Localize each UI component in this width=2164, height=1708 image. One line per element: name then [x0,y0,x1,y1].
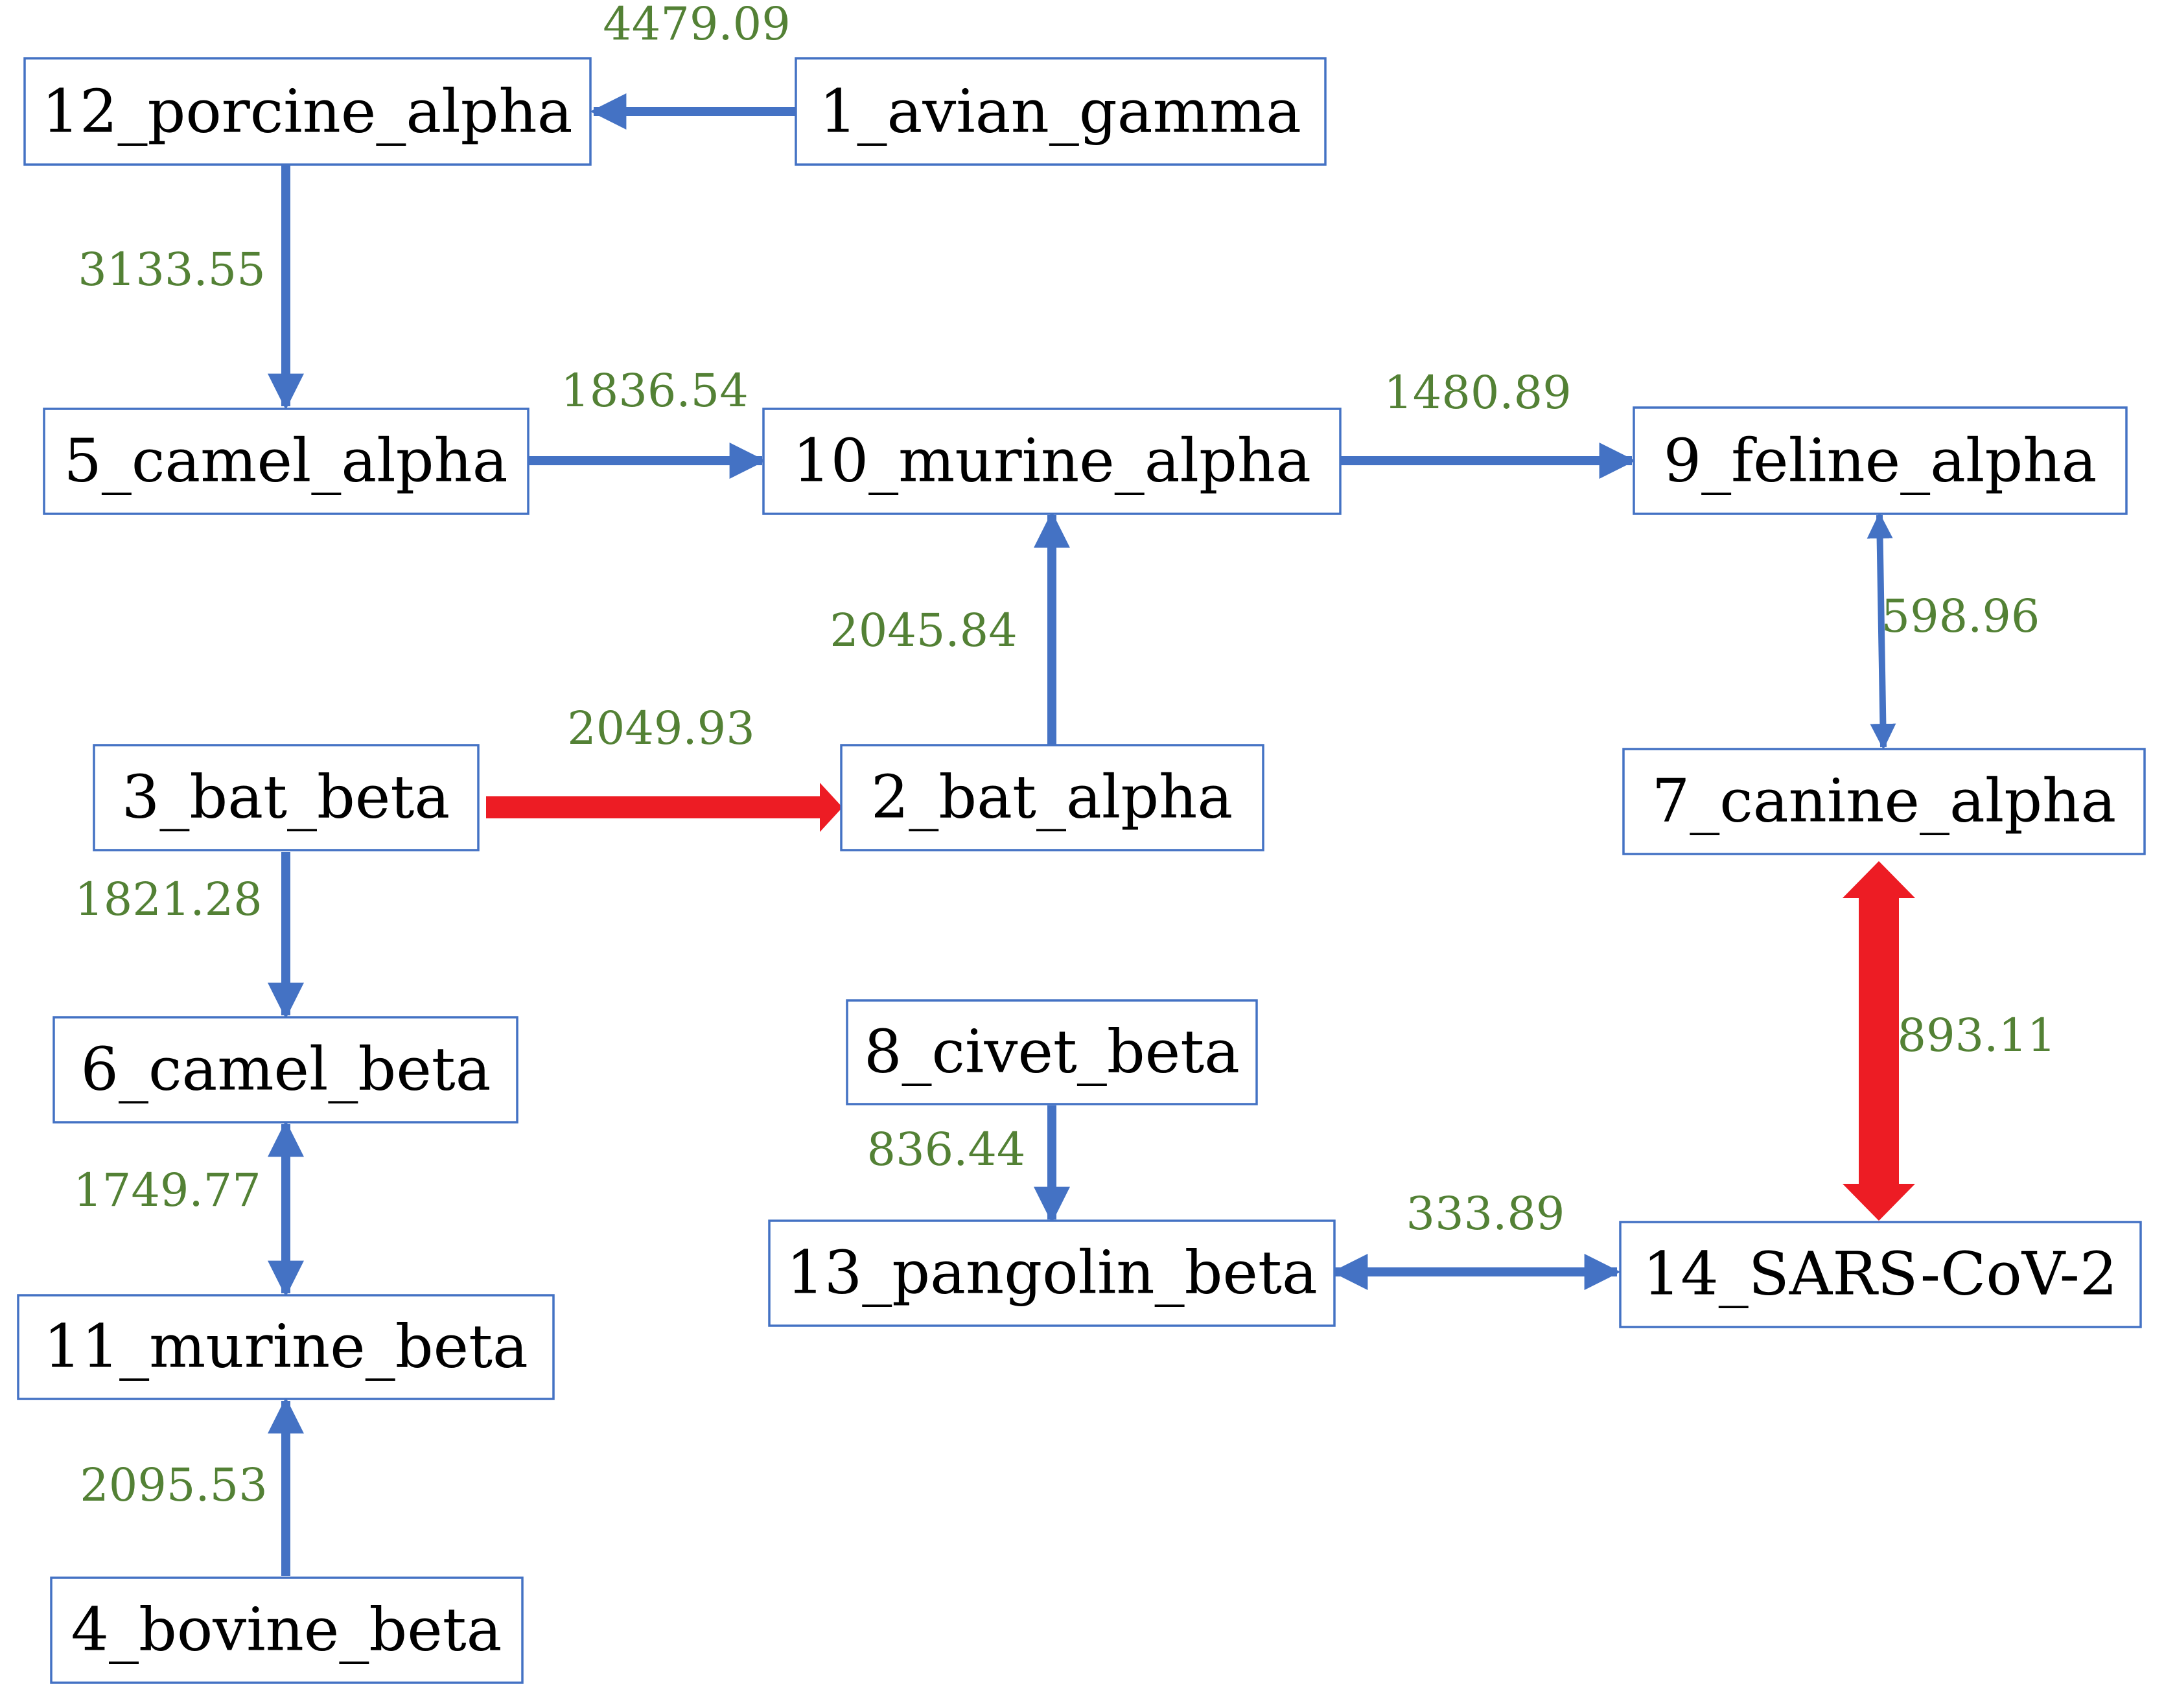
node-3-bat-beta[interactable]: 3_bat_beta [93,744,480,851]
node-12-porcine-alpha[interactable]: 12_porcine_alpha [23,57,592,166]
node-label: 3_bat_beta [122,763,450,832]
node-label: 1_avian_gamma [819,77,1301,146]
edge-weight-label: 333.89 [1406,1187,1565,1240]
node-1-avian-gamma[interactable]: 1_avian_gamma [795,57,1327,166]
edge-weight-label: 1480.89 [1384,366,1571,419]
edge-weight-label: 3133.55 [78,243,265,296]
edge-weights: 4479.09 3133.55 1836.54 1480.89 2045.84 … [73,0,2056,1512]
node-label: 5_camel_alpha [64,426,507,496]
node-label: 11_murine_beta [43,1312,528,1381]
node-2-bat-alpha[interactable]: 2_bat_alpha [840,744,1264,851]
node-label: 2_bat_alpha [871,763,1233,832]
node-6-camel-beta[interactable]: 6_camel_beta [52,1016,518,1124]
node-label: 10_murine_alpha [793,426,1311,496]
node-10-murine-alpha[interactable]: 10_murine_alpha [762,408,1342,515]
node-label: 14_SARS-CoV-2 [1643,1240,2118,1309]
edge-weight-label: 2045.84 [830,604,1017,657]
node-label: 4_bovine_beta [71,1595,502,1665]
nodes: 12_porcine_alpha 1_avian_gamma 5_camel_a… [17,57,2146,1684]
node-label: 9_feline_alpha [1664,426,2097,496]
node-label: 7_canine_alpha [1652,767,2117,836]
edge-weight-label: 2095.53 [80,1459,267,1512]
node-5-camel-alpha[interactable]: 5_camel_alpha [43,408,529,515]
edge-weight-label: 836.44 [867,1123,1026,1176]
node-11-murine-beta[interactable]: 11_murine_beta [17,1294,555,1400]
arrow-canine-alpha-sars-cov-2 [1843,861,1915,1221]
node-14-sars-cov-2[interactable]: 14_SARS-CoV-2 [1619,1221,2142,1328]
node-9-feline-alpha[interactable]: 9_feline_alpha [1633,406,2128,515]
arrow-bat-beta-to-bat-alpha [486,783,843,832]
node-8-civet-beta[interactable]: 8_civet_beta [846,999,1258,1105]
edge-weight-label: 893.11 [1898,1009,2056,1062]
edge-weight-label: 598.96 [1881,590,2040,643]
edge-weight-label: 1836.54 [561,364,748,417]
node-label: 6_camel_beta [80,1035,491,1104]
node-7-canine-alpha[interactable]: 7_canine_alpha [1622,748,2146,855]
node-label: 12_porcine_alpha [41,77,572,146]
edge-weight-label: 1749.77 [73,1164,261,1217]
edge-weight-label: 4479.09 [603,0,790,51]
edges [268,93,1915,1576]
node-4-bovine-beta[interactable]: 4_bovine_beta [50,1576,524,1684]
node-13-pangolin-beta[interactable]: 13_pangolin_beta [768,1219,1336,1327]
arrow-feline-alpha-canine-alpha [1867,513,1896,750]
node-label: 13_pangolin_beta [786,1238,1318,1308]
edge-weight-label: 2049.93 [567,702,754,755]
node-label: 8_civet_beta [864,1017,1240,1087]
edge-weight-label: 1821.28 [75,873,262,926]
